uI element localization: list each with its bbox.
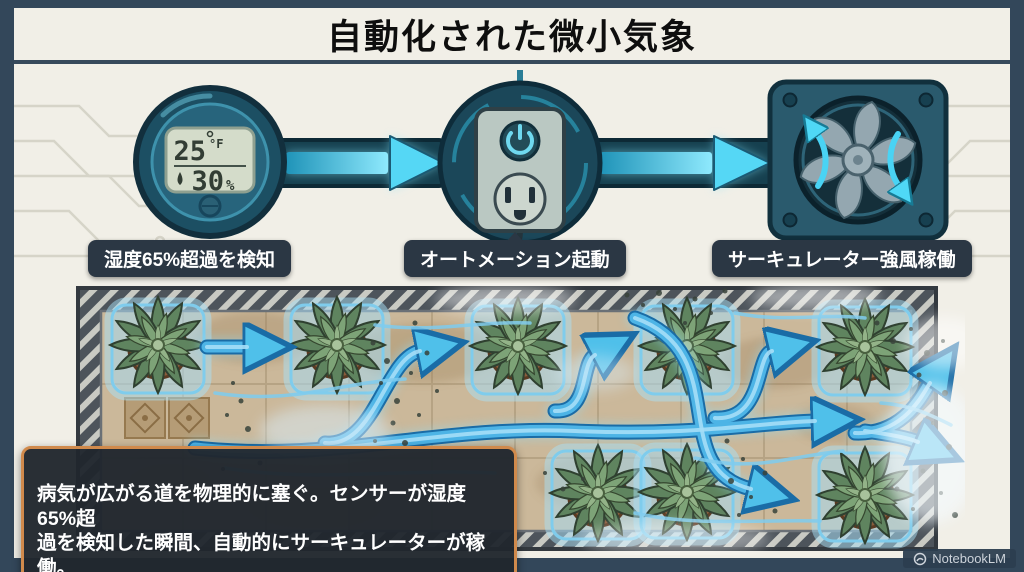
ornamental-tiles <box>124 397 210 439</box>
title-band: 自動化された微小気象 <box>14 8 1010 64</box>
step-label-automation: オートメーション起動 <box>404 232 626 277</box>
flow-arrowhead-icon <box>713 135 771 191</box>
connector-arrow-1 <box>274 135 446 191</box>
badge-pointer <box>506 232 523 241</box>
plant-cell <box>283 297 391 401</box>
main-panel: 自動化された微小気象 <box>14 8 1010 572</box>
flow-arrowhead-icon <box>389 135 445 191</box>
step-label-fan: サーキュレーター強風稼働 <box>712 240 972 277</box>
watermark: NotebookLM <box>903 549 1016 568</box>
plug-body <box>474 107 566 233</box>
plant-cell <box>464 298 572 402</box>
watermark-text: NotebookLM <box>932 551 1006 566</box>
mist <box>260 284 965 555</box>
power-button-icon <box>506 124 534 155</box>
step-label-text: オートメーション起動 <box>420 250 610 271</box>
step-label-text: サーキュレーター強風稼働 <box>728 250 956 271</box>
plant-cell <box>811 299 919 403</box>
page-title: 自動化された微小気象 <box>326 17 697 57</box>
plant-cell <box>104 297 212 401</box>
step-label-sensor: 湿度65%超過を検知 <box>88 240 292 277</box>
notebooklm-logo-icon <box>914 552 927 565</box>
connector-arrow-2 <box>588 135 774 191</box>
step-label-text: 湿度65%超過を検知 <box>104 250 276 271</box>
explanation-box: 病気が広がる道を物理的に塞ぐ。センサーが湿度65%超 過を検知した瞬間、自動的に… <box>21 446 517 572</box>
outlet-socket <box>493 172 547 226</box>
humidity-unit: % <box>226 178 235 194</box>
explanation-text: 病気が広がる道を物理的に塞ぐ。センサーが湿度65%超 過を検知した瞬間、自動的に… <box>37 483 486 572</box>
